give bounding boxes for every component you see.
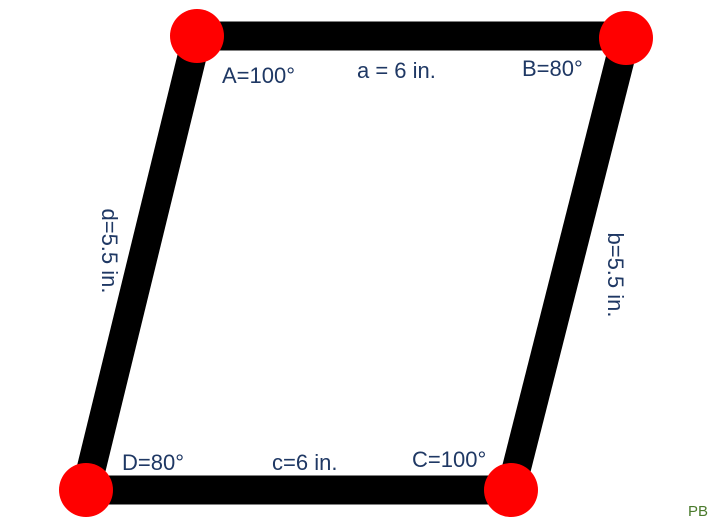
side-c-label: c=6 in. xyxy=(272,450,337,475)
side-d xyxy=(71,32,212,494)
vertex-d-dot xyxy=(59,463,113,517)
side-b xyxy=(496,32,641,494)
credit-label: PB xyxy=(688,503,708,520)
side-a-label: a = 6 in. xyxy=(357,58,436,83)
angle-c-label: C=100° xyxy=(412,447,486,472)
angle-b-label: B=80° xyxy=(522,56,583,81)
side-d-label: d=5.5 in. xyxy=(97,208,122,293)
side-b-label: b=5.5 in. xyxy=(603,232,628,317)
vertex-b-dot xyxy=(599,11,653,65)
vertex-a-dot xyxy=(170,9,224,63)
vertex-c-dot xyxy=(484,463,538,517)
angle-d-label: D=80° xyxy=(122,450,184,475)
angle-a-label: A=100° xyxy=(222,63,295,88)
